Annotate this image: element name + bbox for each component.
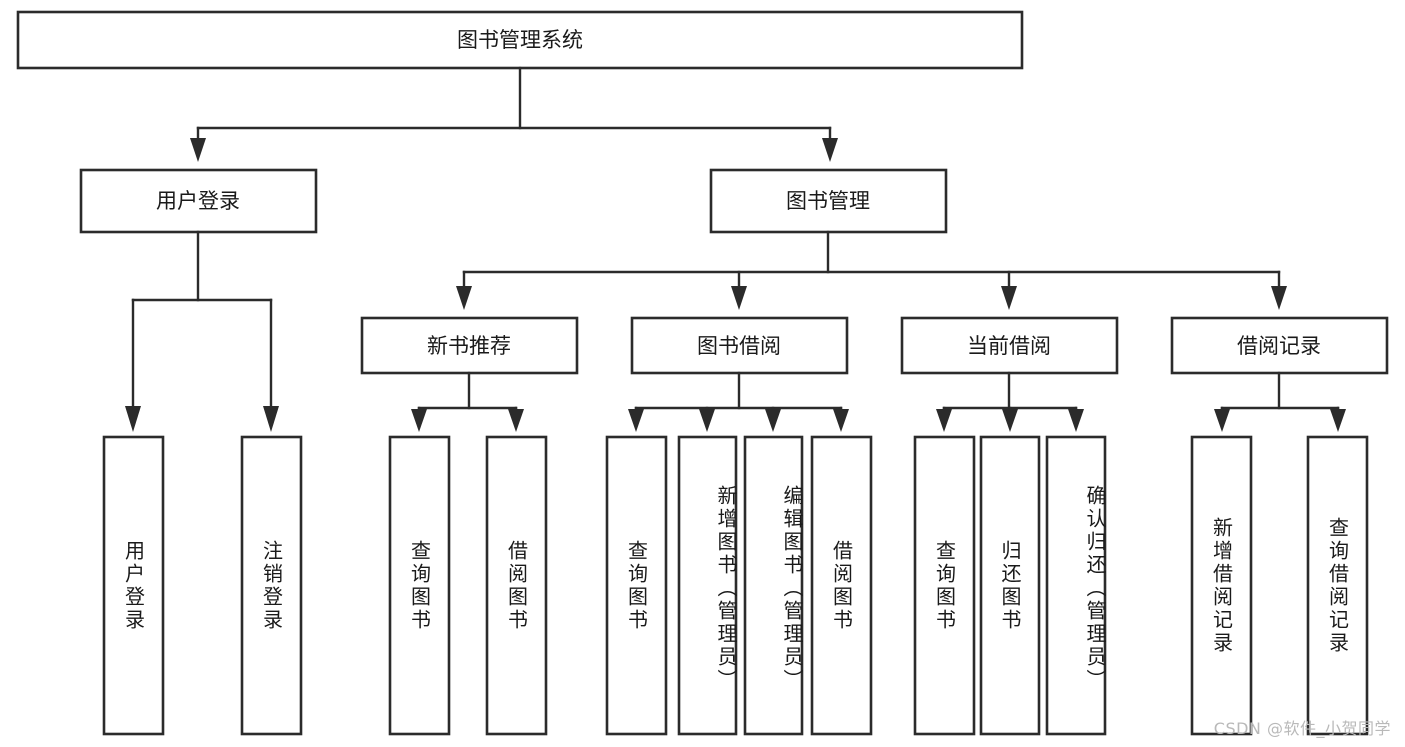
node-user-login[interactable]: 用户登录 [79, 168, 318, 234]
csdn-watermark: CSDN @软件_小贺同学 [1213, 719, 1391, 738]
arrow-to-leaf-user-login [125, 406, 141, 432]
leaf-box-query-book-2[interactable] [605, 435, 668, 736]
current-borrow-box[interactable] [900, 316, 1119, 375]
leaf-box-query-record[interactable] [1306, 435, 1369, 736]
arrow-to-leaf-return-book [1002, 409, 1018, 432]
leaf-box-logout[interactable] [240, 435, 303, 736]
leaf-box-query-book-1[interactable] [388, 435, 451, 736]
root-label: 图书管理系统 [457, 28, 583, 52]
book-manage-label: 图书管理 [786, 189, 870, 213]
arrow-to-leaf-query-book-3 [936, 409, 952, 432]
leaf-box-return-book[interactable] [979, 435, 1041, 736]
leaf-box-edit-book[interactable] [743, 435, 804, 736]
leaf-box-add-book[interactable] [677, 435, 738, 736]
arrow-to-leaf-add-book [699, 409, 715, 432]
leaf-box-user-login[interactable] [102, 435, 165, 736]
leaf-box-add-record[interactable] [1190, 435, 1253, 736]
new-book-recommend-box[interactable] [360, 316, 579, 375]
leaf-box-confirm-return[interactable] [1045, 435, 1107, 736]
node-book-borrow[interactable]: 图书借阅 [630, 316, 849, 375]
node-borrow-record[interactable]: 借阅记录 [1170, 316, 1389, 375]
book-manage-box[interactable] [709, 168, 948, 234]
node-book-manage[interactable]: 图书管理 [709, 168, 948, 234]
book-borrow-label: 图书借阅 [697, 334, 781, 358]
leaf-box-borrow-book-2[interactable] [810, 435, 873, 736]
current-borrow-label: 当前借阅 [967, 334, 1051, 358]
arrow-to-leaf-add-record [1214, 409, 1230, 432]
arrow-to-leaf-confirm-return [1068, 409, 1084, 432]
arrow-to-new-book-recommend [456, 286, 472, 310]
arrow-to-leaf-logout [263, 406, 279, 432]
leaf-box-query-book-3[interactable] [913, 435, 976, 736]
leaf-box-borrow-book-1[interactable] [485, 435, 548, 736]
node-current-borrow[interactable]: 当前借阅 [900, 316, 1119, 375]
arrow-to-user-login [190, 138, 206, 162]
borrow-record-label: 借阅记录 [1237, 334, 1321, 358]
borrow-record-box[interactable] [1170, 316, 1389, 375]
arrow-to-current-borrow [1001, 286, 1017, 310]
root-box[interactable] [16, 10, 1024, 70]
arrow-to-leaf-query-book-2 [628, 409, 644, 432]
arrow-to-leaf-borrow-book-2 [833, 409, 849, 432]
new-book-recommend-label: 新书推荐 [427, 334, 511, 358]
arrow-to-leaf-query-record [1330, 409, 1346, 432]
arrow-to-leaf-query-book-1 [411, 409, 427, 432]
user-login-label: 用户登录 [156, 189, 240, 213]
arrow-to-leaf-borrow-book-1 [508, 409, 524, 432]
arrow-to-borrow-record [1271, 286, 1287, 310]
node-root[interactable]: 图书管理系统 [16, 10, 1024, 70]
arrow-to-book-borrow [731, 286, 747, 310]
arrow-to-book-manage [822, 138, 838, 162]
book-borrow-box[interactable] [630, 316, 849, 375]
arrow-to-leaf-edit-book [765, 409, 781, 432]
node-new-book-recommend[interactable]: 新书推荐 [360, 316, 579, 375]
